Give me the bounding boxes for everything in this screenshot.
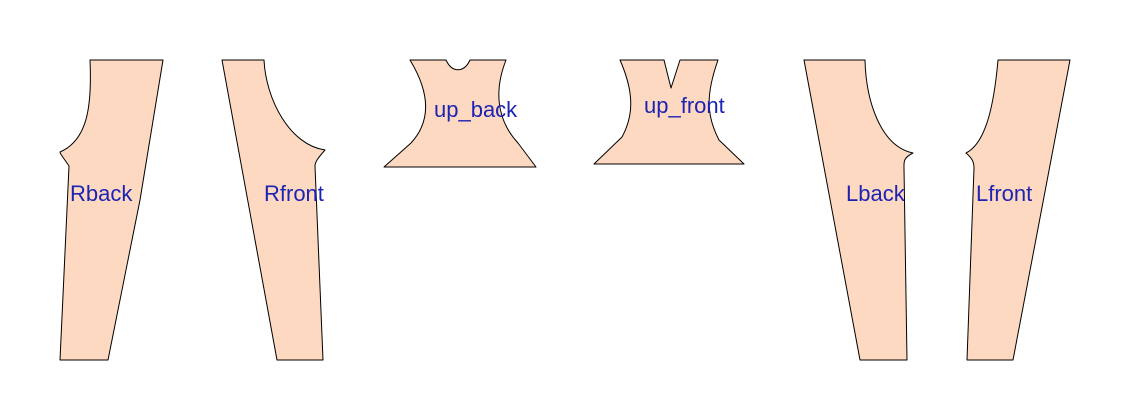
piece-up_front-shape <box>593 59 745 165</box>
piece-lback-label: Lback <box>846 181 906 206</box>
piece-lback-shape <box>803 59 914 361</box>
piece-rback-label: Rback <box>70 181 133 206</box>
piece-rback-shape <box>59 59 164 361</box>
piece-rfront-shape <box>221 59 326 361</box>
piece-lfront: Lfront <box>965 59 1071 361</box>
piece-rfront: Rfront <box>221 59 326 361</box>
piece-up_front: up_front <box>593 59 745 165</box>
piece-lback: Lback <box>803 59 914 361</box>
piece-up_front-label: up_front <box>644 93 725 118</box>
piece-up_back-shape <box>383 59 537 168</box>
piece-up_back: up_back <box>383 59 537 168</box>
piece-rfront-label: Rfront <box>264 181 324 206</box>
piece-rback: Rback <box>59 59 164 361</box>
piece-up_back-label: up_back <box>434 97 518 122</box>
piece-lfront-label: Lfront <box>976 181 1032 206</box>
piece-lfront-shape <box>965 59 1071 361</box>
